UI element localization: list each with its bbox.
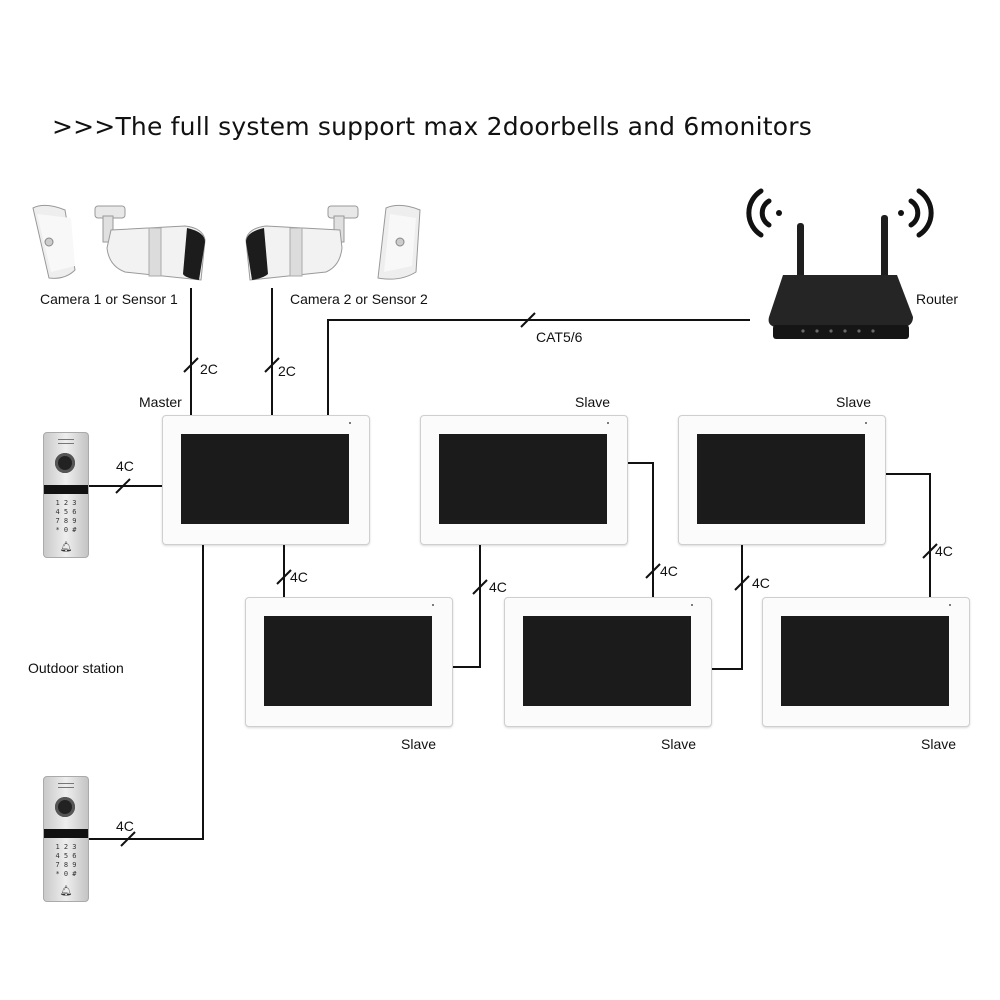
indicator-led: [349, 422, 351, 424]
router-image: [746, 188, 934, 339]
wire-slave3-slave4: [710, 544, 743, 670]
wire-label-4c-slave4-slave5: 4C: [935, 543, 953, 559]
keypad-row: 4 5 6: [55, 852, 77, 860]
card-reader-band: [44, 485, 88, 494]
indicator-led: [949, 604, 951, 606]
keypad-row: * 0 #: [55, 526, 77, 534]
speaker-grille: [58, 783, 74, 788]
outdoor-station-label: Outdoor station: [28, 660, 124, 676]
indicator-led: [865, 422, 867, 424]
master-monitor: [162, 415, 370, 545]
monitor-screen: [523, 616, 691, 706]
camera1-label: Camera 1 or Sensor 1: [40, 291, 178, 307]
slave-label-bottom-1: Slave: [401, 736, 437, 752]
bullet-camera-icon: [94, 205, 206, 281]
bullet-camera-icon: [245, 205, 359, 281]
wire-label-4c-slave2-slave3: 4C: [660, 563, 678, 579]
slave-monitor-top-1: [420, 415, 628, 545]
keypad-row: 1 2 3: [55, 843, 77, 851]
wire-label-2c-camera2: 2C: [278, 363, 296, 379]
wire-label-4c-master-slave: 4C: [290, 569, 308, 585]
diagram-title: >>>The full system support max 2doorbell…: [52, 112, 812, 141]
slave-label-top-2: Slave: [836, 394, 872, 410]
pir-sensor-icon: [377, 204, 421, 280]
cat-cable-label: CAT5/6: [536, 329, 583, 345]
wire-doorbell2: [88, 544, 204, 840]
slave-label-bottom-3: Slave: [921, 736, 957, 752]
bell-icon: 🔔︎: [59, 542, 73, 553]
speaker-grille: [58, 439, 74, 444]
wire-router: [327, 319, 750, 415]
keypad-row: 4 5 6: [55, 508, 77, 516]
monitor-screen: [264, 616, 432, 706]
camera1-sensor1-image: [32, 204, 206, 281]
keypad-row: 7 8 9: [55, 517, 77, 525]
camera2-sensor2-image: [245, 204, 421, 281]
wifi-left-icon: [746, 188, 782, 238]
keypad-row: * 0 #: [55, 870, 77, 878]
camera-lens-icon: [55, 797, 75, 817]
master-label: Master: [139, 394, 182, 410]
camera-lens-icon: [55, 453, 75, 473]
monitor-screen: [181, 434, 349, 524]
monitor-screen: [781, 616, 949, 706]
indicator-led: [607, 422, 609, 424]
keypad-row: 7 8 9: [55, 861, 77, 869]
bell-icon: 🔔︎: [59, 886, 73, 897]
wire-label-4c-doorbell2: 4C: [116, 818, 134, 834]
pir-sensor-icon: [32, 204, 76, 279]
slave-monitor-top-2: [678, 415, 886, 545]
wire-slave2-slave3: [626, 462, 654, 597]
indicator-led: [432, 604, 434, 606]
card-reader-band: [44, 829, 88, 838]
slave-monitor-bottom-1: [245, 597, 453, 727]
camera2-label: Camera 2 or Sensor 2: [290, 291, 428, 307]
wire-label-4c-doorbell1: 4C: [116, 458, 134, 474]
slave-label-bottom-2: Slave: [661, 736, 697, 752]
slave-monitor-bottom-3: [762, 597, 970, 727]
wire-slave4-slave5: [884, 473, 931, 597]
wire-slave1-slave2: [452, 544, 481, 668]
slave-label-top-1: Slave: [575, 394, 611, 410]
wifi-right-icon: [898, 188, 934, 238]
router-label: Router: [916, 291, 959, 307]
slave-monitor-bottom-2: [504, 597, 712, 727]
indicator-led: [691, 604, 693, 606]
router-icon: [768, 215, 913, 339]
monitor-screen: [439, 434, 607, 524]
wire-label-4c-slave3-slave4: 4C: [752, 575, 770, 591]
wire-label-2c-camera1: 2C: [200, 361, 218, 377]
monitor-screen: [697, 434, 865, 524]
wire-label-4c-slave1-slave2: 4C: [489, 579, 507, 595]
keypad-row: 1 2 3: [55, 499, 77, 507]
